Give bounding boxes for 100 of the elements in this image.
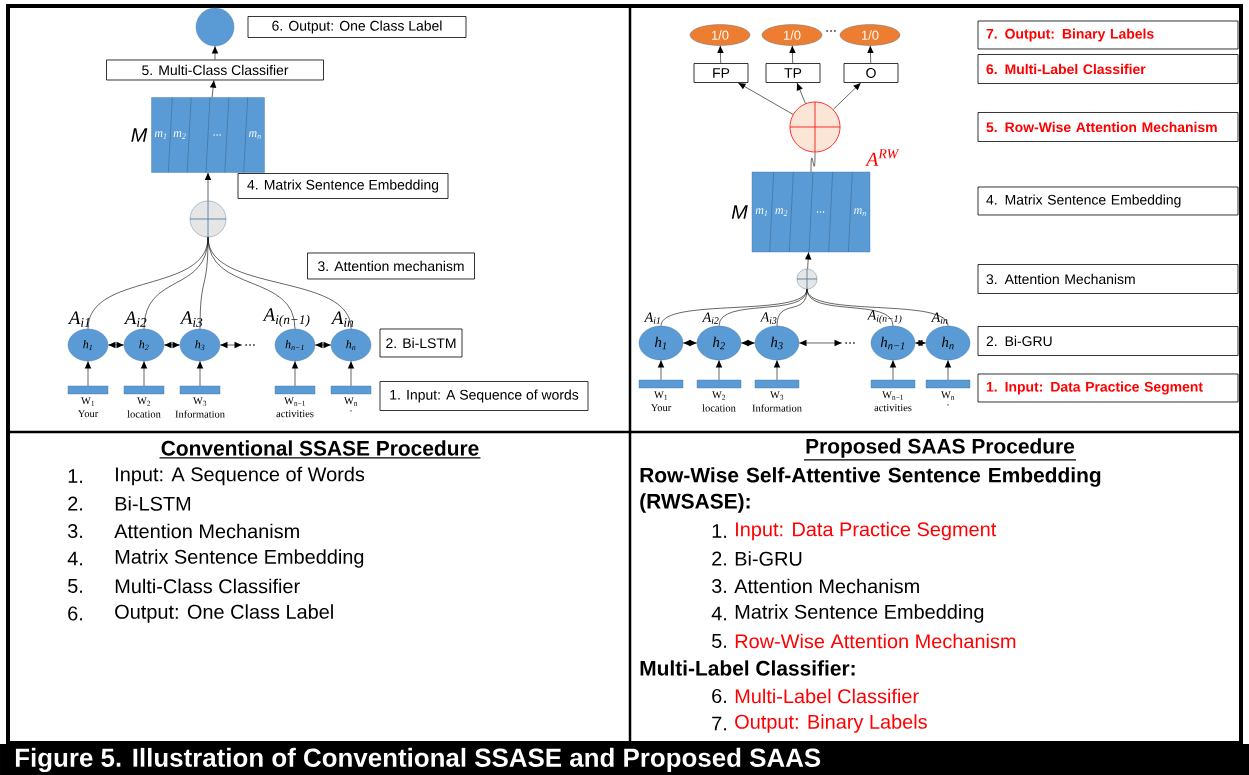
node-label: ... [816,211,825,213]
arrow [209,80,217,98]
arrow [804,251,812,270]
word-label: . [350,410,352,412]
arrow [717,45,724,64]
list-number: 3. [711,578,726,594]
list-item: Bi-GRU [735,551,802,566]
double-arrow [219,341,243,349]
token-index-label: W$_{3}$ [770,391,784,400]
connector-curve [207,236,352,330]
arrow [889,359,897,381]
hidden-state: h$_{n−1}$ [870,325,916,361]
connector-curve [776,288,808,327]
word-label: . [947,404,949,406]
hidden-state: h$_{3}$ [179,328,221,362]
node-label: m$_{2}$ [173,131,186,139]
step-box: 6. Output: One Class Label [247,16,467,38]
list-number: 4. [67,551,82,566]
double-arrow [163,341,181,349]
connector-curve [810,152,816,173]
embedding-matrix: m$_{1}$ m$_{2}$ ... m$_{n}$ [751,171,871,253]
list-number: 2. [68,496,82,511]
classifier-box: 5. Multi-Class Classifier [106,59,324,81]
list-item: Input: Data Practice Segment [736,521,997,541]
sum-circle [189,200,227,238]
step-box: 7. Output: Binary Labels [977,20,1239,50]
token-index-label: W$_{2}$ [712,391,726,400]
arrow [347,360,355,387]
hidden-state: h$_{1}$ [67,328,109,362]
label-box: O [843,63,899,83]
step-box: 1. Input: A Sequence of words [379,381,589,411]
list-number: 3. [67,523,82,539]
list-item: Attention Mechanism [114,523,299,539]
hidden-state: h$_{n−1}$ [274,328,316,362]
hidden-state: h$_{2}$ [696,325,742,361]
word-label: activities [874,404,912,412]
table-heading: Conventional SSASE Procedure [158,440,482,459]
output-circle [195,7,235,47]
token-index-label: W$_{n−1}$ [284,397,305,406]
word-label: Information [175,410,225,418]
word-label: activities [276,410,314,418]
node-label: m$_{2}$ [775,208,788,216]
attention-weight-label: A$_{i2}$ [123,311,147,327]
step-box: 3. Attention Mechanism [977,264,1239,294]
step-box: 1. Input: Data Practice Segment [977,373,1239,403]
double-arrow [914,339,927,347]
word-label: Information [752,404,802,412]
arrow [291,360,299,387]
attention-weight-label: A$_{i1}$ [643,312,660,324]
step-box: 6. Multi-Label Classifier [977,54,1239,84]
arrow [84,360,92,387]
hidden-state: h$_{1}$ [638,325,684,361]
double-arrow [682,339,698,347]
node-label: m$_{n}$ [854,208,866,216]
double-arrow [798,339,843,347]
list-number: 5. [712,634,726,648]
attention-weight-label: A$_{i1}$ [67,311,90,327]
attention-circle [789,101,841,153]
step-box: 4. Matrix Sentence Embedding [237,173,449,199]
connector-curve [207,236,296,330]
matrix-symbol: M [731,205,748,219]
list-item: Row-Wise Attention Mechanism [735,633,1016,649]
list-number: 5. [68,579,82,593]
attention-weight-label: A$_{i(n−1)}$ [866,310,902,324]
label-box: FP [693,63,749,83]
list-item: Output: Binary Labels [735,714,927,733]
table-heading: Proposed SAAS Procedure [803,438,1077,461]
double-arrow [107,341,125,349]
token-index-label: W$_{1}$ [81,397,95,406]
connector-curve [806,288,949,327]
embedding-matrix: m$_{1}$ m$_{2}$ ... m$_{n}$ [151,97,265,173]
list-item: Output: One Class Label [115,604,333,623]
list-item: Attention Mechanism [734,578,919,594]
word-label: location [127,410,161,418]
attention-symbol: A$^{RW}$ [865,149,900,166]
arrow [833,82,862,110]
matrix-symbol: M [131,128,148,142]
list-number: 7. [712,716,726,731]
node-label: m$_{n}$ [248,131,261,139]
arrow [204,172,212,202]
arrow [211,45,219,60]
arrow [140,360,148,387]
attention-weight-label: A$_{i3}$ [179,311,203,327]
word-label: Your [77,410,99,418]
list-number: 2. [712,551,726,566]
list-item: Multi-Label Classifier [735,688,919,704]
step-box: 3. Attention mechanism [307,252,475,280]
sum-circle [796,268,818,290]
list-number: 6. [712,688,726,704]
step-box: 5. Row-Wise Attention Mechanism [977,112,1239,142]
hidden-state: h$_{n}$ [925,325,971,361]
arrow [789,45,796,64]
token-index-label: W$_{1}$ [654,391,668,400]
ellipsis: ... [245,344,255,346]
hidden-state: h$_{3}$ [754,325,800,361]
arrow [196,360,204,387]
hidden-state: h$_{2}$ [123,328,165,362]
token-index-label: W$_{n}$ [344,397,358,406]
hidden-state: h$_{n}$ [330,328,372,362]
label-box: TP [765,63,821,83]
